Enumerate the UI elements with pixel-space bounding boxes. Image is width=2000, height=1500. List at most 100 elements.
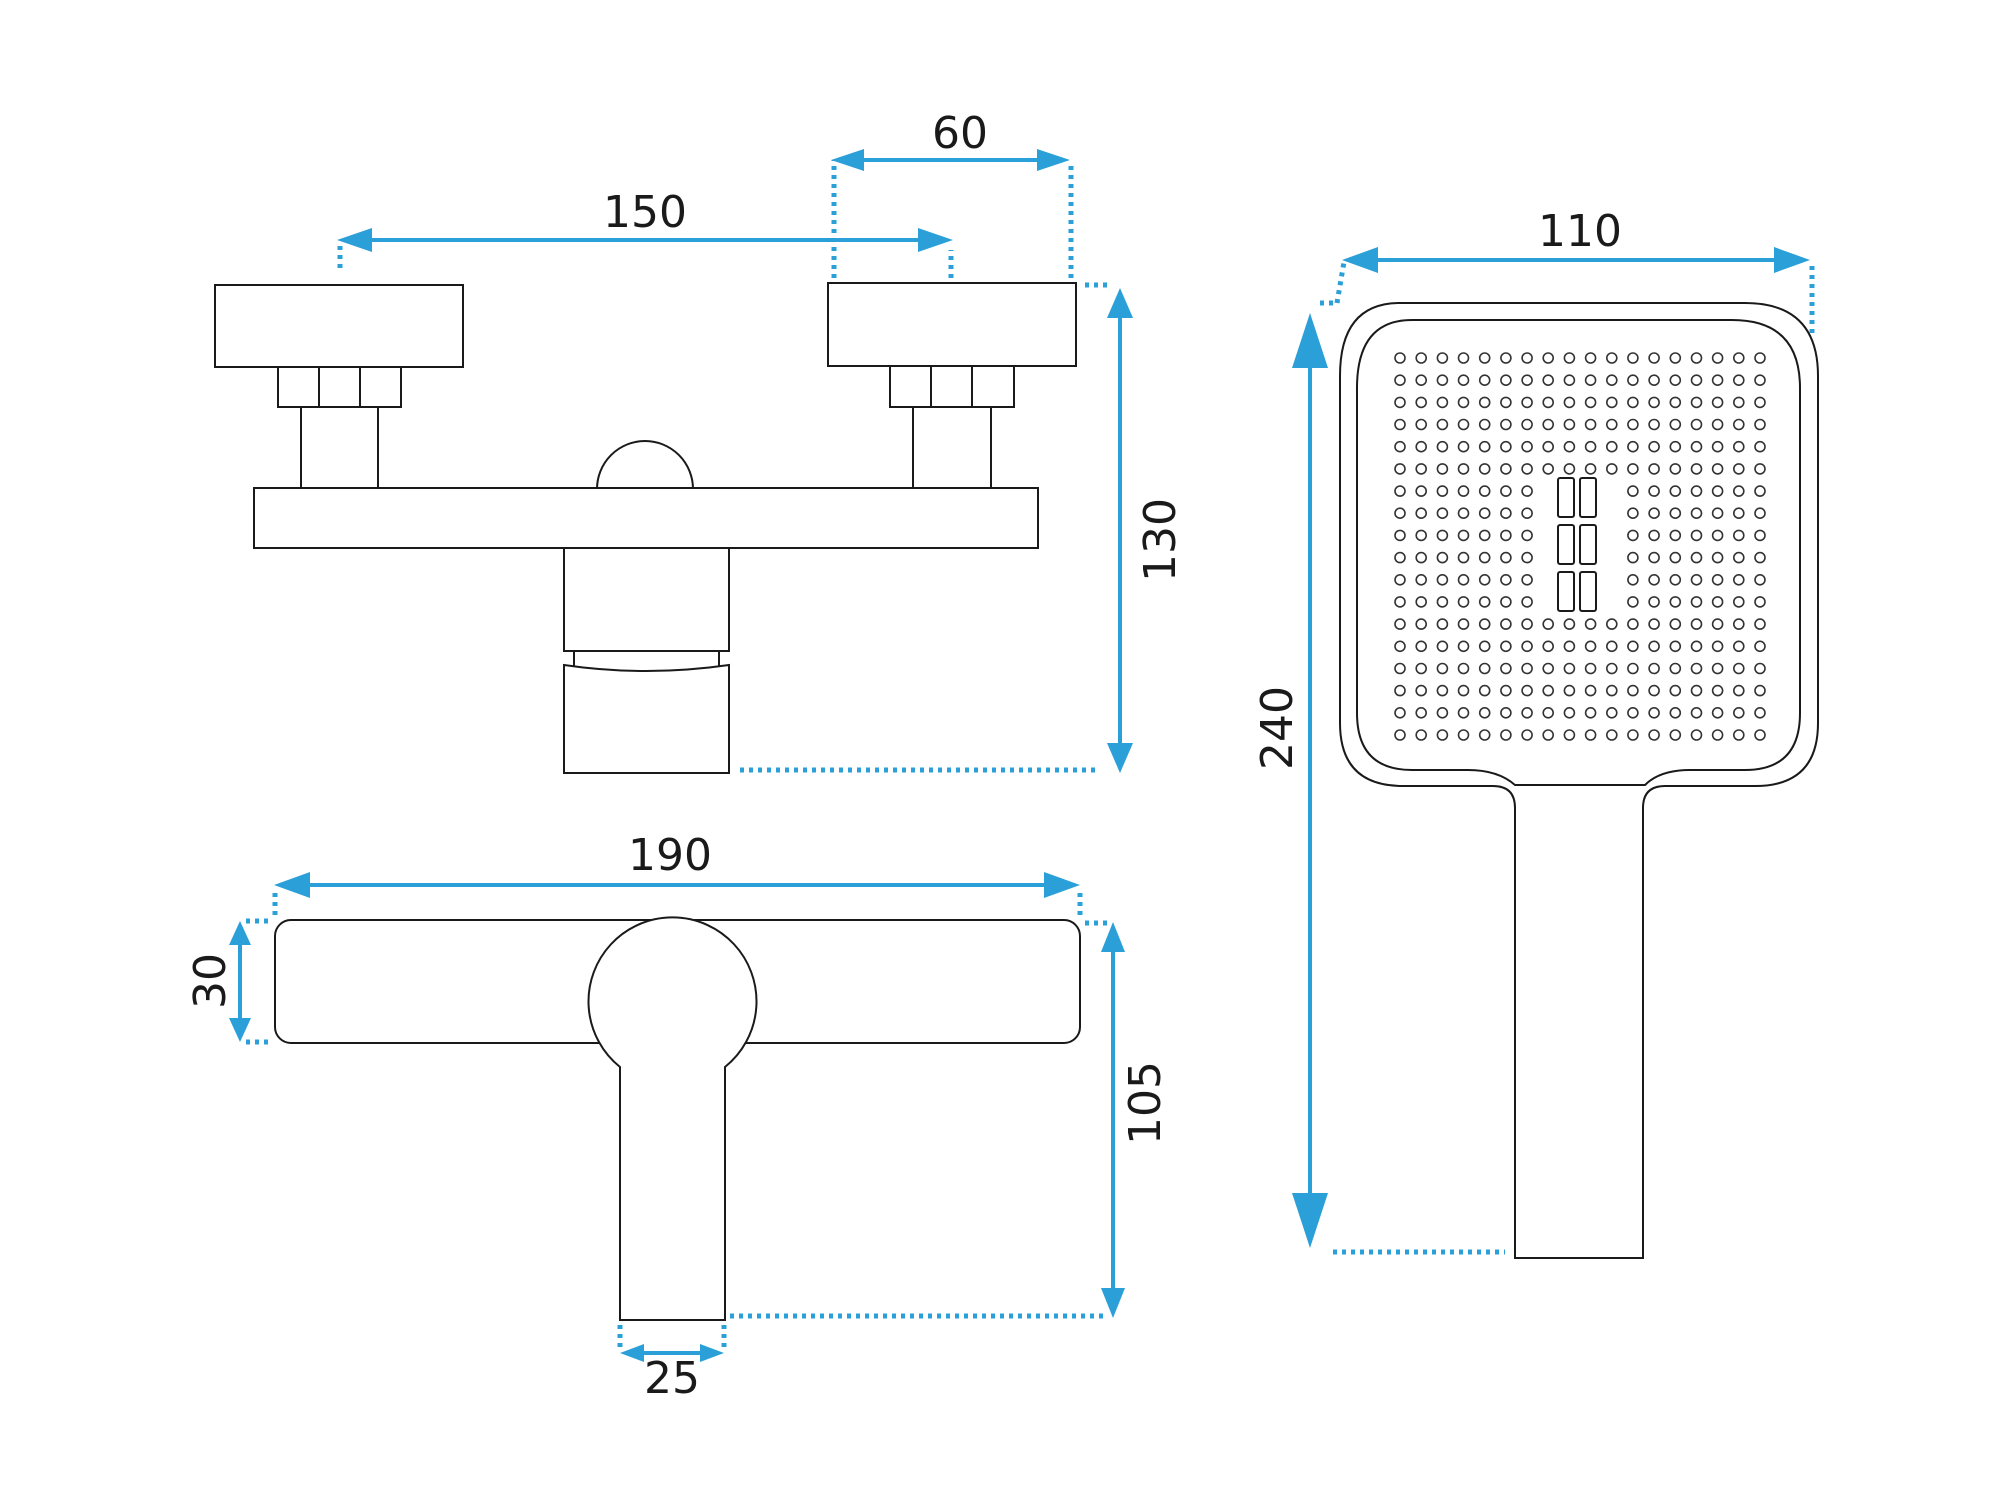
nozzle-hole [1500,507,1512,520]
nozzle-hole [1627,662,1639,675]
nozzle-hole [1478,352,1491,364]
nozzle-hole [1584,706,1597,719]
nozzle-hole [1457,463,1470,475]
nozzle-hole [1542,463,1554,475]
nozzle-hole [1457,485,1470,497]
nozzle-hole [1754,352,1766,364]
nozzle-hole [1711,662,1724,675]
nozzle-hole [1542,374,1554,387]
nozzle-hole [1690,640,1703,653]
dimension-60: 60 [831,108,1074,278]
central-lever-dome [595,440,695,490]
nozzle-hole [1690,529,1703,542]
nozzle-hole [1669,529,1682,542]
nozzle-hole [1648,684,1660,697]
nozzle-hole [1563,440,1576,453]
nozzle-hole [1436,596,1449,608]
nozzle-hole [1733,684,1745,697]
nozzle-hole [1606,729,1618,741]
nozzle-hole [1648,374,1660,387]
nozzle-hole [1436,729,1449,741]
nozzle-hole [1415,684,1427,697]
nozzle-hole [1478,618,1491,630]
nozzle-hole [1733,507,1745,520]
nozzle-hole [1733,440,1745,453]
nozzle-hole [1457,596,1470,608]
nozzle-hole [1500,352,1512,364]
nozzle-hole [1542,662,1554,675]
nozzle-grid [1394,352,1766,741]
nozzle-hole [1457,618,1470,630]
nozzle-hole [1500,729,1512,741]
nozzle-hole [1711,507,1724,520]
nozzle-hole [1606,374,1618,387]
nozzle-hole [1690,596,1703,608]
nozzle-hole [1648,507,1660,520]
nozzle-hole [1754,640,1766,653]
nozzle-hole [1754,729,1766,741]
nozzle-hole [1648,418,1660,431]
nozzle-hole [1563,729,1576,741]
nozzle-hole [1584,729,1597,741]
nozzle-hole [1457,729,1470,741]
nozzle-hole [1754,418,1766,431]
nozzle-hole [1415,529,1427,542]
dimension-190: 190 [272,830,1083,915]
nozzle-hole [1436,551,1449,564]
nozzle-hole [1500,485,1512,497]
nozzle-hole [1690,507,1703,520]
nozzle-hole [1690,418,1703,431]
nozzle-hole [1521,684,1533,697]
nozzle-hole [1521,507,1533,520]
nozzle-hole [1669,662,1682,675]
nozzle-hole [1627,529,1639,542]
nozzle-hole [1711,463,1724,475]
nozzle-hole [1521,529,1533,542]
nozzle-hole [1648,485,1660,497]
nozzle-hole [1415,352,1427,364]
nozzle-hole [1457,684,1470,697]
label-25: 25 [644,1353,700,1404]
nozzle-hole [1733,374,1745,387]
nozzle-hole [1606,684,1618,697]
nozzle-hole [1478,485,1491,497]
nozzle-hole [1669,507,1682,520]
nozzle-hole [1584,440,1597,453]
label-110: 110 [1538,206,1622,257]
nozzle-hole [1563,640,1576,653]
nozzle-hole [1478,662,1491,675]
nozzle-hole [1521,596,1533,608]
nozzle-hole [1563,352,1576,364]
dimension-30: 30 [185,918,268,1045]
nozzle-hole [1754,374,1766,387]
nozzle-hole [1478,640,1491,653]
nozzle-hole [1733,729,1745,741]
nozzle-hole [1521,374,1533,387]
nozzle-hole [1542,418,1554,431]
nozzle-hole [1669,596,1682,608]
nozzle-hole [1500,463,1512,475]
nozzle-hole [1584,463,1597,475]
nozzle-hole [1754,485,1766,497]
nozzle-hole [1563,618,1576,630]
nozzle-hole [1415,418,1427,431]
nozzle-hole [1521,640,1533,653]
nozzle-hole [1669,463,1682,475]
nozzle-hole [1733,396,1745,409]
nozzle-hole [1500,374,1512,387]
nozzle-hole [1500,529,1512,542]
nozzle-hole [1478,463,1491,475]
nozzle-hole [1415,596,1427,608]
nozzle-hole [1415,640,1427,653]
nozzle-hole [1669,706,1682,719]
nozzle-hole [1627,551,1639,564]
nozzle-hole [1690,485,1703,497]
dimension-240: 240 [1252,300,1505,1255]
shower-head [1339,302,1819,1259]
nozzle-hole [1478,440,1491,453]
nozzle-hole [1521,662,1533,675]
nozzle-hole [1754,396,1766,409]
right-stem [912,406,992,489]
nozzle-hole [1500,596,1512,608]
